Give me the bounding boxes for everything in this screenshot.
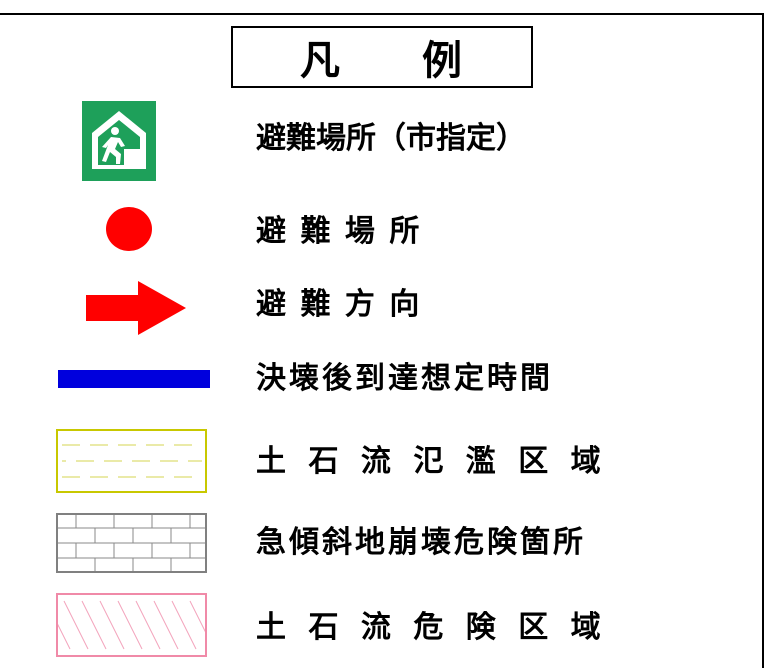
legend-item-steep-slope-collapse-site: 急傾斜地崩壊危険箇所 xyxy=(0,0,765,573)
blue-bar-icon xyxy=(58,370,210,388)
legend-label-arrival-time: 決壊後到達想定時間 xyxy=(256,361,553,396)
legend-item-evacuation-site: 避 難 場 所 xyxy=(0,0,765,251)
legend-label-debris-flow-flood-zone: 土 石 流 氾 濫 区 域 xyxy=(256,444,607,479)
legend-frame xyxy=(0,13,764,668)
legend-label-steep-slope-collapse-site: 急傾斜地崩壊危険箇所 xyxy=(256,525,586,560)
legend-item-evacuation-direction: 避 難 方 向 xyxy=(0,0,765,335)
legend-label-evacuation-site: 避 難 場 所 xyxy=(256,214,422,249)
evacuation-site-pictogram-icon xyxy=(82,101,156,181)
legend-item-debris-flow-flood-zone: 土 石 流 氾 濫 区 域 xyxy=(0,0,765,493)
legend-item-designated-evacuation-site: 避難場所（市指定） xyxy=(0,0,765,181)
pink-hatched-area-icon xyxy=(56,593,207,657)
red-arrow-icon xyxy=(86,281,186,335)
gray-grid-area-icon xyxy=(56,513,207,573)
legend-title-box: 凡 例 xyxy=(231,26,533,88)
legend-title-char-1: 凡 xyxy=(300,38,342,84)
legend-item-arrival-time: 決壊後到達想定時間 xyxy=(0,0,765,394)
yellow-dashed-area-icon xyxy=(56,429,207,493)
legend-title-char-2: 例 xyxy=(422,38,464,84)
legend-label-designated-evacuation-site: 避難場所（市指定） xyxy=(256,121,526,156)
legend-label-debris-flow-hazard-zone: 土 石 流 危 険 区 域 xyxy=(256,610,607,645)
legend-label-evacuation-direction: 避 難 方 向 xyxy=(256,287,422,322)
red-dot-icon xyxy=(106,207,152,251)
